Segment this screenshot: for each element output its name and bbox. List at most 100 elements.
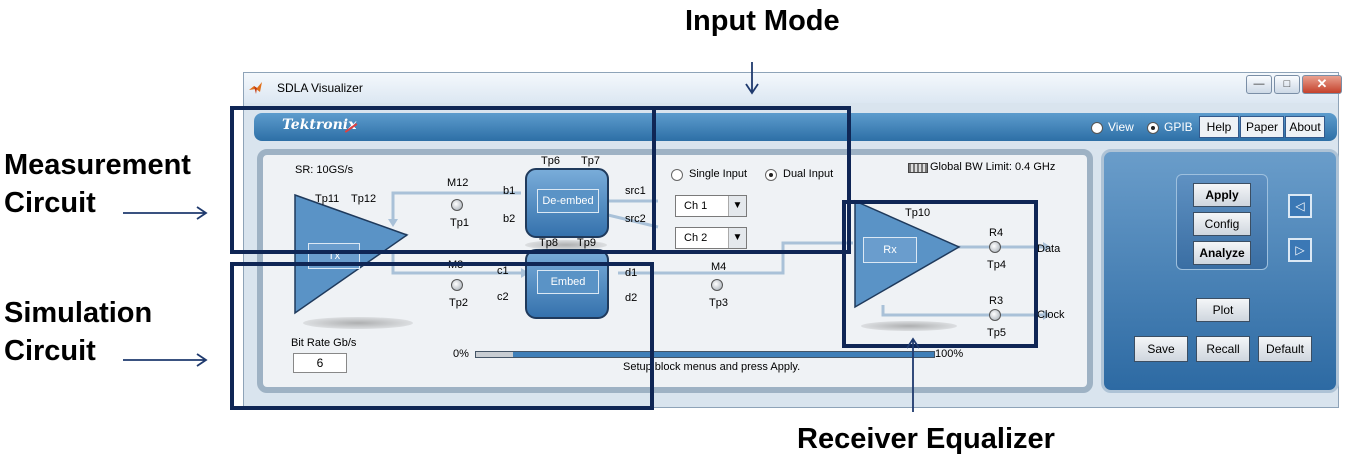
single-input-radio[interactable] [671,169,683,181]
tx-shadow [303,317,413,329]
src2-channel-select[interactable]: Ch 2 ▼ [675,227,747,249]
measurement-arrow-icon [123,206,208,220]
embed-block[interactable]: Embed [525,249,609,319]
analyze-button[interactable]: Analyze [1193,241,1251,265]
arrow-data-icon [1043,242,1051,252]
tp3-label: Tp3 [709,297,728,309]
dual-input-label: Dual Input [783,168,834,180]
tp11-label: Tp11 [315,193,340,205]
save-button[interactable]: Save [1134,336,1188,362]
view-mode-radio[interactable] [1091,122,1103,134]
measurement-circuit-highlight [230,106,656,254]
m4-probe[interactable] [711,279,723,291]
receiver-equalizer-highlight [842,200,1038,348]
window-title: SDLA Visualizer [277,81,363,95]
title-bar[interactable]: SDLA Visualizer — □ ✕ [244,73,1342,103]
r4-label: R4 [989,227,1004,239]
rx-box[interactable]: Rx [863,237,917,263]
simulation-arrow-icon [123,353,208,367]
tp6-label: Tp6 [541,155,560,167]
rx-shadow [861,321,957,331]
tp9-label: Tp9 [577,237,596,249]
clock-output-label: Clock [1037,309,1065,321]
tektronix-banner: Tektronix View GPIB Help Paper About [254,113,1337,141]
status-message: Setup block menus and press Apply. [623,361,801,373]
c1-label: c1 [497,265,509,277]
r3-label: R3 [989,295,1004,307]
src2-label: src2 [625,213,646,225]
apply-button[interactable]: Apply [1193,183,1251,207]
maximize-button[interactable]: □ [1274,75,1300,94]
simulation-callout-line2: Circuit [4,335,96,367]
app-window: SDLA Visualizer — □ ✕ Tektronix View GPI… [243,72,1342,408]
tp4-label: Tp4 [987,259,1006,271]
progress-fill [476,352,513,357]
action-button-group: Apply Config Analyze [1176,174,1268,270]
bandwidth-filter-icon[interactable] [908,163,928,173]
view-mode-label: View [1108,120,1134,134]
tp7-label: Tp7 [581,155,600,167]
bitrate-input[interactable]: 6 [293,353,347,373]
b2-label: b2 [503,213,516,225]
m4-label: M4 [711,261,727,273]
global-bw-label: Global BW Limit: 0.4 GHz [930,161,1056,173]
measurement-callout-line1: Measurement [4,149,191,181]
src2-channel-value: Ch 2 [684,232,708,244]
embed-label: Embed [537,270,599,294]
b1-label: b1 [503,185,516,197]
sample-rate-label: SR: 10GS/s [295,164,354,176]
input-mode-highlight [652,106,851,254]
progress-start-label: 0% [453,348,469,360]
d2-label: d2 [625,292,638,304]
nav-right-button[interactable]: ▷ [1288,238,1312,262]
arrow-deembed-tx-icon [388,219,398,227]
deembed-shadow [525,240,607,250]
simulation-circuit-highlight [230,262,654,410]
tp8-label: Tp8 [539,237,558,249]
config-button[interactable]: Config [1193,212,1251,236]
chevron-down-icon[interactable]: ▼ [728,196,746,216]
receiver-callout: Receiver Equalizer [797,423,1055,455]
m12-probe[interactable] [451,199,463,211]
deembed-label: De-embed [537,189,599,213]
tp5-label: Tp5 [987,327,1006,339]
control-panel: Apply Config Analyze ◁ ▷ Plot Save Recal… [1101,149,1339,393]
deembed-block[interactable]: De-embed [525,168,609,238]
r4-probe[interactable] [989,241,1001,253]
default-button[interactable]: Default [1258,336,1312,362]
dual-input-radio[interactable] [765,169,777,181]
single-input-label: Single Input [689,168,748,180]
close-button[interactable]: ✕ [1302,75,1342,94]
simulation-callout-line1: Simulation [4,297,153,329]
c2-label: c2 [497,291,509,303]
r3-probe[interactable] [989,309,1001,321]
progress-end-label: 100% [935,348,964,360]
help-button[interactable]: Help [1199,116,1239,138]
minimize-button[interactable]: — [1246,75,1272,94]
tp12-label: Tp12 [351,193,377,205]
tp1-label: Tp1 [450,217,469,229]
tp2-label: Tp2 [449,297,468,309]
m3-probe[interactable] [451,279,463,291]
tektronix-logo: Tektronix [282,117,357,133]
paper-button[interactable]: Paper [1240,116,1284,138]
src1-channel-value: Ch 1 [684,200,708,212]
measurement-callout-line2: Circuit [4,187,96,219]
d1-label: d1 [625,267,638,279]
src1-channel-select[interactable]: Ch 1 ▼ [675,195,747,217]
gpib-mode-label: GPIB [1164,120,1193,134]
chevron-down-icon[interactable]: ▼ [728,228,746,248]
recall-button[interactable]: Recall [1196,336,1250,362]
circuit-panel: SR: 10GS/s Tx Tp11 Tp12 M12 Tp1 b1 b2 Tp… [257,149,1093,393]
input-mode-callout: Input Mode [685,5,840,37]
tp10-label: Tp10 [905,207,931,219]
progress-bar [475,351,935,358]
gpib-mode-radio[interactable] [1147,122,1159,134]
arrow-clock-icon [1043,310,1051,320]
m12-label: M12 [447,177,469,189]
data-output-label: Data [1037,243,1061,255]
matlab-logo-icon [249,82,262,94]
plot-button[interactable]: Plot [1196,298,1250,322]
about-button[interactable]: About [1285,116,1325,138]
nav-left-button[interactable]: ◁ [1288,194,1312,218]
